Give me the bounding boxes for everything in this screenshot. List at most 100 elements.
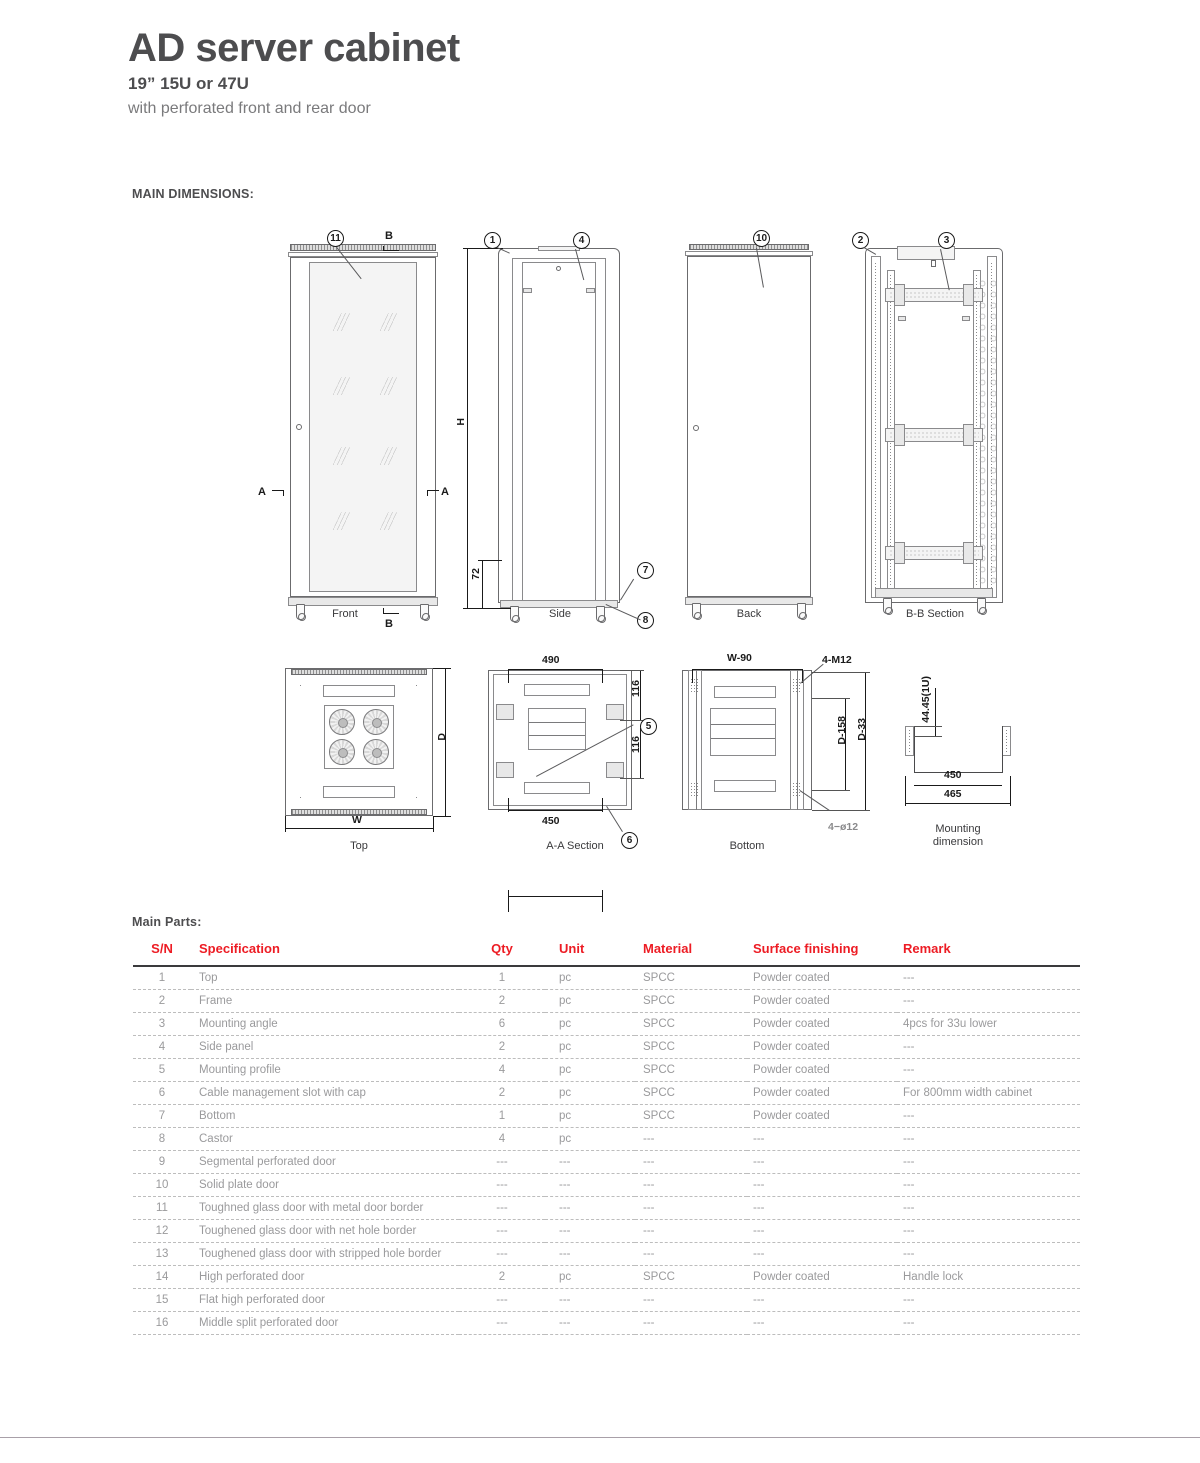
leader-line bbox=[620, 578, 634, 601]
cell-specification: Top bbox=[191, 966, 459, 990]
main-dimensions-heading: MAIN DIMENSIONS: bbox=[132, 187, 254, 201]
cell-surface-finishing: --- bbox=[747, 1173, 897, 1197]
col-header-surface: Surface finishing bbox=[753, 941, 859, 956]
glass-reflection-icon bbox=[373, 447, 399, 465]
drawing-side-view bbox=[498, 246, 620, 623]
section-arrow-b-bottom bbox=[383, 613, 399, 614]
front-plinth bbox=[288, 597, 438, 606]
glass-reflection-icon bbox=[326, 377, 352, 395]
mounting-rail-left bbox=[914, 726, 915, 772]
balloon-side-4: 4 bbox=[573, 232, 590, 249]
dim-label-72: 72 bbox=[470, 568, 482, 580]
cell-remark: --- bbox=[897, 1173, 1080, 1197]
caster-icon bbox=[977, 598, 987, 615]
cell-sn: 9 bbox=[133, 1150, 191, 1174]
aa-corner-post bbox=[496, 704, 514, 720]
aa-fan-plate-div bbox=[529, 722, 585, 723]
cell-qty: 1 bbox=[459, 966, 545, 990]
cell-unit: pc bbox=[545, 1081, 635, 1105]
dim-label-465-mount: 465 bbox=[944, 788, 962, 800]
cell-material: --- bbox=[635, 1196, 747, 1220]
mounting-angle-left-holes bbox=[908, 729, 911, 753]
side-latch-left bbox=[523, 288, 532, 293]
balloon-back-10: 10 bbox=[753, 230, 770, 247]
dim-line-72-side bbox=[482, 560, 483, 608]
dim-label-4-dia12: 4−ø12 bbox=[828, 821, 859, 833]
dim-ext-d33-bot bbox=[812, 810, 870, 811]
col-header-qty: Qty bbox=[491, 941, 513, 956]
cell-qty: --- bbox=[459, 1196, 545, 1220]
dim-ext-450-l bbox=[508, 798, 509, 812]
drawing-front-view bbox=[288, 240, 438, 621]
dim-ext-mount-r bbox=[1010, 776, 1011, 806]
front-top-vent bbox=[290, 244, 436, 251]
cell-unit: pc bbox=[545, 1127, 635, 1151]
cell-sn: 5 bbox=[133, 1058, 191, 1082]
dim-label-4445: 44.45(1U) bbox=[920, 676, 932, 723]
cell-specification: Mounting profile bbox=[191, 1058, 459, 1082]
cell-remark: --- bbox=[897, 1104, 1080, 1128]
cell-specification: Frame bbox=[191, 989, 459, 1013]
cell-unit: --- bbox=[545, 1219, 635, 1243]
page-header: AD server cabinet 19” 15U or 47U with pe… bbox=[128, 28, 460, 117]
cell-surface-finishing: Powder coated bbox=[747, 1081, 897, 1105]
cell-specification: Toughned glass door with metal door bord… bbox=[191, 1196, 459, 1220]
top-corner-screws bbox=[299, 796, 303, 800]
cell-sn: 6 bbox=[133, 1081, 191, 1105]
caster-icon bbox=[296, 604, 306, 621]
balloon-bb-2: 2 bbox=[852, 232, 869, 249]
dim-ext-d-bottom bbox=[433, 816, 451, 817]
top-corner-screws bbox=[415, 796, 419, 800]
back-top-cap bbox=[685, 251, 813, 256]
fan-icon bbox=[363, 709, 389, 735]
drawing-bb-section bbox=[865, 246, 1003, 616]
dim-ext-490-top-r bbox=[602, 669, 603, 683]
dim-ext-490-l bbox=[508, 890, 509, 912]
bb-crossmember-perf bbox=[889, 291, 979, 299]
bb-latch-right bbox=[962, 316, 970, 321]
cell-qty: 4 bbox=[459, 1058, 545, 1082]
col-header-unit: Unit bbox=[559, 941, 585, 956]
glass-reflection-icon bbox=[373, 377, 399, 395]
dim-ext-d-top bbox=[433, 668, 451, 669]
caption-back: Back bbox=[736, 608, 762, 620]
cell-remark: --- bbox=[897, 1150, 1080, 1174]
caster-icon bbox=[420, 604, 430, 621]
aa-fan-plate bbox=[528, 708, 586, 750]
section-arrow-b-top-leg bbox=[383, 246, 384, 251]
dim-line-w-top bbox=[285, 828, 433, 829]
dim-ext-w90-l bbox=[692, 669, 693, 683]
cell-surface-finishing: Powder coated bbox=[747, 1104, 897, 1128]
balloon-front-11: 11 bbox=[327, 230, 344, 247]
page-subtitle: 19” 15U or 47U bbox=[128, 74, 249, 93]
glass-reflection-icon bbox=[373, 512, 399, 530]
dim-label-w90: W-90 bbox=[727, 652, 752, 664]
fan-icon bbox=[363, 739, 389, 765]
caster-icon bbox=[883, 598, 893, 615]
bottom-rail-div bbox=[797, 670, 798, 810]
dim-label-w: W bbox=[352, 814, 362, 826]
bottom-center-plate bbox=[710, 708, 776, 756]
balloon-side-8: 8 bbox=[637, 612, 654, 629]
cell-remark: --- bbox=[897, 1196, 1080, 1220]
section-mark-a-left: A bbox=[258, 486, 266, 498]
cell-sn: 13 bbox=[133, 1242, 191, 1266]
cell-material: SPCC bbox=[635, 1058, 747, 1082]
cell-unit: --- bbox=[545, 1150, 635, 1174]
back-top-vent bbox=[689, 244, 809, 250]
mounting-rail-base bbox=[914, 772, 1003, 773]
top-corner-screws bbox=[415, 684, 419, 688]
caption-front: Front bbox=[332, 608, 358, 620]
side-top-slot bbox=[538, 246, 580, 251]
caster-icon bbox=[692, 603, 702, 620]
dim-ext-h-top bbox=[463, 248, 503, 249]
cell-qty: --- bbox=[459, 1242, 545, 1266]
mounting-angle-right-holes bbox=[1005, 729, 1008, 753]
cell-unit: pc bbox=[545, 989, 635, 1013]
